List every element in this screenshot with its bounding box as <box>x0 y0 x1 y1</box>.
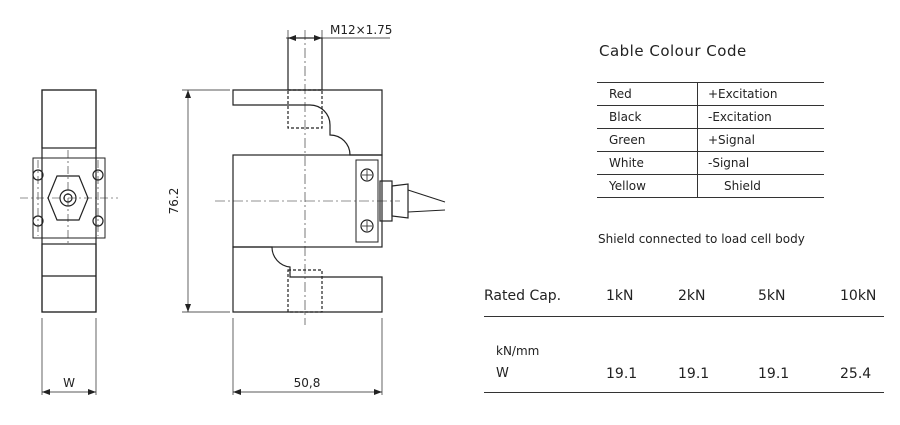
shield-note: Shield connected to load cell body <box>598 232 805 246</box>
value-cell: 19.1 <box>678 366 710 382</box>
colour-cell: Black <box>597 105 698 129</box>
capacity-header: 2kN <box>678 288 706 304</box>
colour-cell: White <box>597 151 698 175</box>
header-row: Rated Cap. 1kN 2kN 5kN 10kN <box>484 286 884 317</box>
row-label: W <box>496 366 509 381</box>
value-row: W 19.1 19.1 19.1 25.4 <box>484 364 884 393</box>
table-row: Green +Signal <box>597 128 824 152</box>
unit-label: kN/mm <box>496 344 540 358</box>
front-view <box>232 37 446 313</box>
table-row: White -Signal <box>597 151 824 175</box>
height-dimension-label: 76.2 <box>167 188 181 215</box>
thread-dimension-label: M12×1.75 <box>330 23 392 37</box>
capacity-header: 5kN <box>758 288 786 304</box>
function-cell: -Excitation <box>697 105 824 129</box>
side-view <box>32 89 106 313</box>
capacity-header: 1kN <box>606 288 634 304</box>
cable-colour-title: Cable Colour Code <box>599 42 747 60</box>
table-row: Red +Excitation <box>597 82 824 106</box>
colour-cell: Yellow <box>597 174 698 198</box>
side-width-label: W <box>63 376 75 390</box>
specification-table: Rated Cap. 1kN 2kN 5kN 10kN kN/mm W 19.1… <box>484 286 884 393</box>
function-cell: +Signal <box>697 128 824 152</box>
width-dimension-label: 50,8 <box>294 376 321 390</box>
value-cell: 25.4 <box>840 366 872 382</box>
colour-cell: Red <box>597 82 698 106</box>
capacity-header: 10kN <box>840 288 877 304</box>
rated-cap-label: Rated Cap. <box>484 288 562 304</box>
value-cell: 19.1 <box>758 366 790 382</box>
value-cell: 19.1 <box>606 366 638 382</box>
table-row: Yellow Shield <box>597 174 824 198</box>
colour-cell: Green <box>597 128 698 152</box>
function-cell: Shield <box>697 174 824 198</box>
function-cell: -Signal <box>697 151 824 175</box>
function-cell: +Excitation <box>697 82 824 106</box>
table-row: Black -Excitation <box>597 105 824 129</box>
cable-colour-table: Red +Excitation Black -Excitation Green … <box>597 82 824 198</box>
